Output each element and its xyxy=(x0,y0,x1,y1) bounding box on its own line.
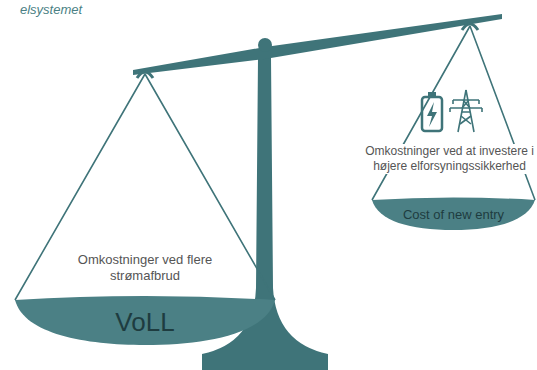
pan-description: Omkostninger ved flere strømafbrud xyxy=(70,252,220,285)
band-label: Cost of new entry xyxy=(403,207,504,222)
pan-description: Omkostninger ved at investere i højere e… xyxy=(362,144,537,174)
band-label: VoLL xyxy=(115,307,174,338)
scale-pan: Omkostninger ved at investere i højere e… xyxy=(362,28,537,233)
pylon-icon xyxy=(450,90,482,132)
pan-base-band: VoLL xyxy=(15,300,275,345)
pan-base-band: Cost of new entry xyxy=(372,198,535,230)
battery-icon xyxy=(422,92,442,131)
caption-fragment: elsystemet xyxy=(20,2,82,17)
right-bowl xyxy=(372,198,535,231)
scale-pan: Omkostninger ved flere strømafbrudVoLL xyxy=(10,60,280,350)
scale-knob xyxy=(258,38,272,52)
left-bowl xyxy=(15,296,275,345)
left-strings xyxy=(15,74,275,300)
